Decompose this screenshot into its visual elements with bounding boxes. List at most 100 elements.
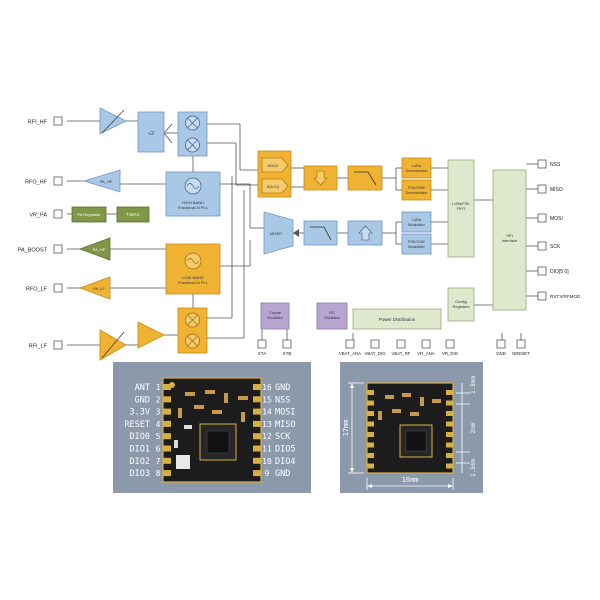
- pa-lf-label: PA_LF: [93, 286, 105, 291]
- pin-label-rfi-hf: RFI_HF: [28, 120, 48, 126]
- pa-hf-triangle: [82, 169, 121, 193]
- module-pin-number-right: 12: [262, 432, 272, 441]
- pin-box-gnd: [496, 339, 506, 349]
- dimension-module-pad-left: [367, 432, 374, 437]
- fifo-label-1: LoRa/FSK: [452, 202, 470, 206]
- module-pad-left: [163, 470, 171, 477]
- wiring: [67, 120, 538, 346]
- fsk-mod-block: [401, 233, 432, 255]
- fifo-label-2: FIFO: [457, 207, 466, 211]
- pa-lf-triangle: [78, 276, 111, 300]
- pin-box-vr-dig: [445, 339, 455, 349]
- module-pin-number-left: 8: [156, 469, 161, 478]
- lora-demod-label-1: LoRa: [412, 164, 422, 168]
- module-pin-number-right: 14: [262, 408, 272, 417]
- module-pad-left: [163, 445, 171, 452]
- pin-box-nreset: [516, 339, 526, 349]
- crystal-label-1: Crystal: [269, 311, 281, 315]
- tx-path-arrow-icon: [293, 229, 299, 237]
- div-block-label: ÷2: [148, 131, 154, 137]
- pin-box-vbat-ana: [345, 339, 355, 349]
- module-pin-number-left: 4: [156, 420, 161, 429]
- dimension-module-pad-right: [446, 463, 453, 469]
- module-pad-right: [253, 457, 261, 464]
- module-pin-name-right: DIO5: [275, 445, 295, 455]
- dimension-module-pad-left: [367, 463, 374, 469]
- pa-hp-triangle: [78, 237, 111, 261]
- pa-hp-label: PA_HP: [93, 247, 106, 252]
- module-pin-number-left: 5: [156, 432, 161, 441]
- pin-box-vr-pa: [53, 209, 63, 219]
- module-pad-left: [163, 408, 171, 415]
- pin-box-pa-boost: [53, 244, 63, 254]
- pinout-module-chip-die: [206, 430, 230, 454]
- lora-demod-block: [401, 157, 432, 179]
- up-arrow-icon: [358, 225, 373, 241]
- dimension-module-pad-right: [446, 442, 453, 448]
- module-pad-right: [253, 408, 261, 415]
- spi-interface-block: [492, 169, 527, 311]
- adc-q-label: ADC/Q: [267, 184, 280, 189]
- pin-label-miso: MISO: [550, 187, 563, 193]
- pin-label-nreset: NRESET: [512, 351, 530, 356]
- module-pin-name-left: DIO1: [130, 445, 150, 455]
- fsk-demod-block: [401, 179, 432, 201]
- right-pins: NSS MISO MOSI SCK DIO[5:0] RXTX/RFMOD: [537, 159, 581, 301]
- txdac-block: [116, 206, 150, 223]
- mixer-hf-icon: [185, 115, 200, 153]
- lora-mod-block: [401, 211, 432, 233]
- module-pin-number-right: 13: [262, 420, 272, 429]
- pinout-module-label-spot: [176, 455, 190, 469]
- module-pin-number-right: 11: [262, 445, 272, 454]
- config-label-1: Config: [455, 299, 467, 304]
- pa-hf-label: PA_HF: [100, 179, 113, 184]
- bottom-pins: XTA XTB VBAT_ANA VBAT_DIG VBAT_RF VR_ANA…: [257, 339, 530, 356]
- dimension-lines: [348, 382, 470, 490]
- pin-label-vbat-rf: VBAT_RF: [391, 351, 410, 356]
- pa-regulator-label: PA Regulator: [77, 212, 101, 217]
- dimension-module-pad-right: [446, 411, 453, 416]
- pin-box-rfo-hf: [53, 176, 63, 186]
- pin-label-gnd: GND: [496, 351, 506, 356]
- pin-label-rfo-hf: RFO_HF: [25, 180, 48, 186]
- adc-q-shape: [261, 178, 289, 194]
- lowpass-filter-icon: [354, 171, 377, 186]
- adc-i-label: ADC/I: [268, 163, 279, 168]
- pinout-castellated-pads: [163, 384, 261, 477]
- module-pin-name-right: MISO: [275, 420, 295, 430]
- module-pad-right: [253, 433, 261, 440]
- lf-synth-label-1: LOW BAND: [182, 275, 203, 280]
- fsk-demod-label-2: Demodulator: [406, 191, 428, 195]
- dimensions-module-chip-die: [405, 430, 427, 452]
- crystal-label-2: Oscillator: [267, 316, 284, 320]
- lf-synth-label-2: Fractional-N PLL: [178, 280, 209, 285]
- module-pin-name-right: SCK: [275, 432, 291, 442]
- crystal-oscillator-block: [260, 302, 290, 330]
- fsk-mod-label-2: Modulator: [408, 245, 426, 249]
- module-pad-left: [163, 396, 171, 403]
- module-pad-right: [253, 445, 261, 452]
- module-pin-name-right: MOSI: [275, 408, 295, 418]
- pin-box-miso: [537, 184, 547, 194]
- config-registers-block: [447, 287, 475, 322]
- pin-box-sck: [537, 241, 547, 251]
- module-pad-right: [253, 420, 261, 427]
- dimension-module-pad-right: [446, 400, 453, 406]
- tx-mixer-block: [263, 211, 294, 255]
- pinout-passives: [174, 390, 248, 448]
- tx-mixer-label: MIXER: [270, 232, 282, 236]
- pinout-antenna-pad-icon: [169, 382, 175, 388]
- module-pad-right: [253, 384, 261, 390]
- lora-demod-label-2: Demodulator: [406, 169, 428, 173]
- lna-lf-gain-arrow: [101, 331, 125, 359]
- dimension-module-pad-right: [446, 390, 453, 395]
- dimension-module-pad-left: [367, 453, 374, 458]
- pin-box-dio: [537, 266, 547, 276]
- pin-box-mosi: [537, 213, 547, 223]
- module-pad-left: [163, 433, 171, 440]
- fsk-demod-label-1: FSK/OOK: [408, 186, 425, 190]
- spi-label-2: Interface: [502, 238, 518, 243]
- module-pin-number-right: 9: [265, 469, 270, 478]
- pin-label-vbat-ana: VBAT_ANA: [339, 351, 361, 356]
- power-distribution-label: Power Distribution: [379, 317, 416, 322]
